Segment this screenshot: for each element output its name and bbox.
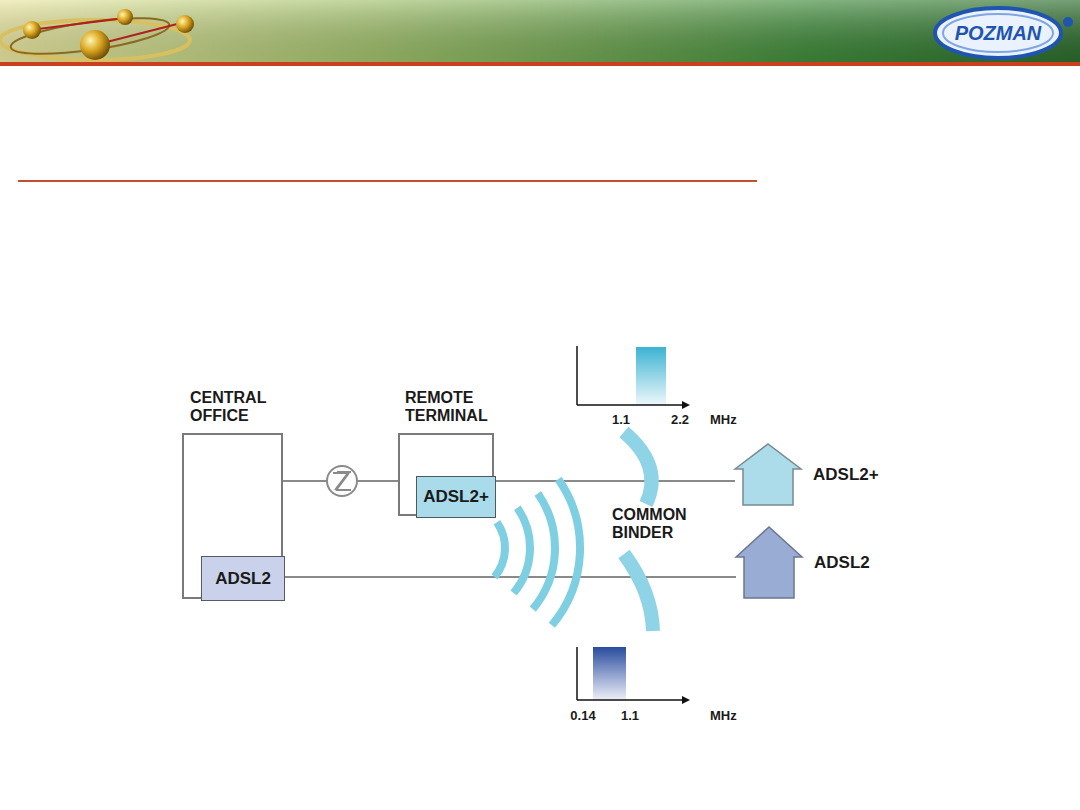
adsl2-house: ADSL2 (736, 526, 802, 599)
pozman-logo (935, 8, 1073, 58)
logo-text: POZMAN (955, 22, 1042, 44)
remote-terminal-box: REMOTE TERMINALADSL2+ (398, 433, 494, 516)
copper-line (285, 576, 736, 578)
frequency-tick: 2.2 (671, 413, 689, 428)
fiber-symbol (327, 466, 357, 496)
adsl2-modem-box: ADSL2 (201, 556, 285, 601)
spectrum-chart-lower (577, 647, 690, 704)
frequency-tick: 1.1 (612, 413, 630, 428)
axis-unit: MHz (710, 413, 737, 428)
box-heading: REMOTE TERMINAL (405, 389, 501, 425)
axis-unit: MHz (710, 709, 737, 724)
spectrum-chart-upper (577, 346, 690, 409)
title-rule (18, 180, 757, 182)
binder-label: COMMON BINDER (612, 506, 704, 542)
modem-label: ADSL2 (215, 569, 271, 588)
house-shape (736, 526, 802, 599)
header-shade (0, 0, 1080, 62)
copper-line (496, 480, 735, 482)
central-office-box: CENTRAL OFFICEADSL2 (182, 433, 283, 599)
box-heading: CENTRAL OFFICE (190, 389, 290, 425)
house-outline (735, 444, 801, 505)
crosstalk-waves (495, 479, 581, 625)
adsl2plus-house: ADSL2+ (735, 443, 801, 506)
binder-bracket (624, 432, 653, 631)
modem-label: ADSL2+ (423, 487, 489, 506)
frequency-tick: 0.14 (570, 709, 595, 724)
house-label: ADSL2 (814, 553, 870, 572)
frequency-tick: 1.1 (621, 709, 639, 724)
house-shape (735, 443, 801, 506)
adsl2plus-modem-box: ADSL2+ (416, 476, 496, 518)
house-outline (736, 527, 802, 598)
globe-logo (0, 9, 194, 61)
header-rule (0, 62, 1080, 66)
house-label: ADSL2+ (813, 465, 879, 484)
header-band (0, 0, 1080, 62)
